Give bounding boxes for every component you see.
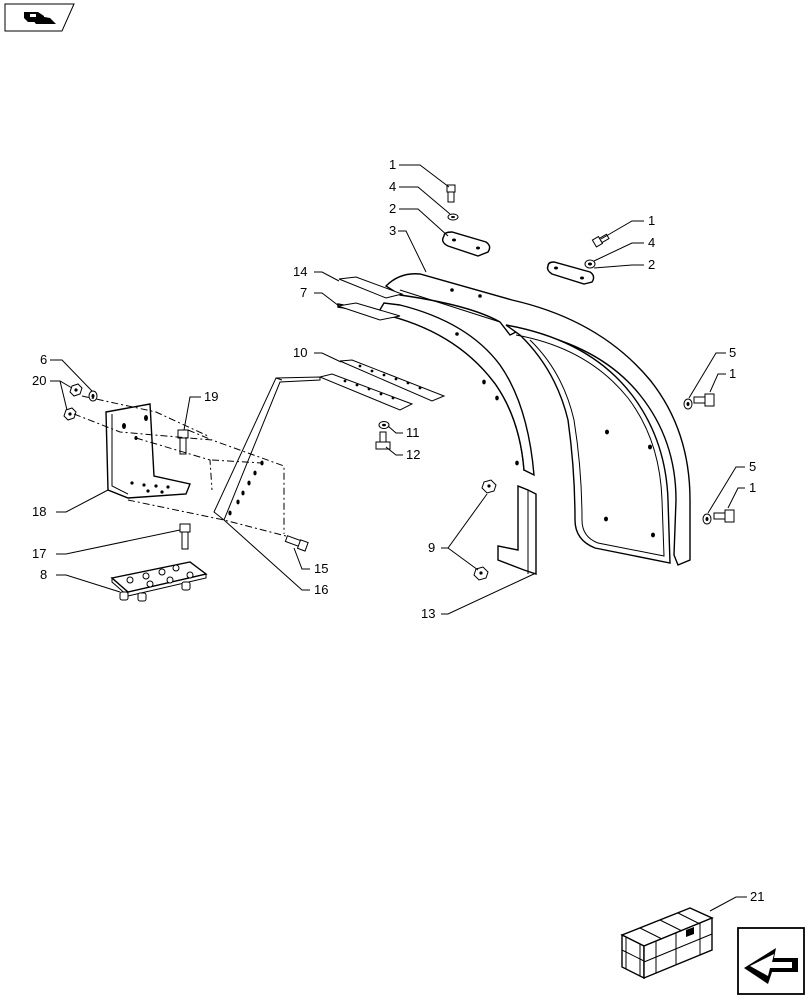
callout-19: 19 xyxy=(204,389,218,404)
callout-14: 14 xyxy=(293,264,307,279)
plate-7-strip xyxy=(337,302,401,321)
callout-labels: 1 4 2 3 1 4 2 14 7 10 6 20 19 5 1 11 12 … xyxy=(32,157,764,904)
callout-20: 20 xyxy=(32,373,46,388)
bolt-12 xyxy=(375,431,391,450)
washer-6 xyxy=(88,390,98,402)
bolt-1a xyxy=(446,184,456,203)
callout-13: 13 xyxy=(421,606,435,621)
callout-8: 8 xyxy=(40,567,47,582)
next-page-arrow-icon[interactable] xyxy=(737,927,805,995)
callout-12: 12 xyxy=(406,447,420,462)
part-kit-icon[interactable] xyxy=(4,3,75,32)
callout-10: 10 xyxy=(293,345,307,360)
callout-1: 1 xyxy=(389,157,396,172)
callout-1: 1 xyxy=(729,366,736,381)
nut-20a xyxy=(69,383,83,397)
plate-14 xyxy=(338,276,404,299)
callout-21: 21 xyxy=(750,889,764,904)
shipping-crate-icon xyxy=(620,907,714,980)
callout-1: 1 xyxy=(749,480,756,495)
nut-20b xyxy=(63,407,77,421)
bolt-17 xyxy=(179,523,191,550)
callout-2: 2 xyxy=(648,257,655,272)
callout-6: 6 xyxy=(40,352,47,367)
bolt-1c xyxy=(693,393,715,407)
washer-4a xyxy=(447,213,459,221)
bolt-1d xyxy=(713,509,735,523)
bracket-arm-16 xyxy=(213,376,321,521)
callout-18: 18 xyxy=(32,504,46,519)
callout-11: 11 xyxy=(406,425,420,440)
clamp-plate-2a xyxy=(441,231,491,257)
washer-4b xyxy=(584,259,596,269)
callout-3: 3 xyxy=(389,223,396,238)
callout-5: 5 xyxy=(729,345,736,360)
callout-17: 17 xyxy=(32,546,46,561)
callout-15: 15 xyxy=(314,561,328,576)
alignment-lines xyxy=(73,395,287,537)
washer-5b xyxy=(702,513,712,525)
bolt-19 xyxy=(177,429,189,455)
nut-9a xyxy=(481,479,497,494)
callout-16: 16 xyxy=(314,582,328,597)
callout-7: 7 xyxy=(300,285,307,300)
bolt-1b xyxy=(591,233,610,248)
clamp-plate-2b xyxy=(546,261,595,285)
callout-4: 4 xyxy=(389,179,396,194)
support-bar-10 xyxy=(318,359,446,411)
bracket-plate-13 xyxy=(497,484,537,575)
step-plate-8 xyxy=(110,561,208,602)
callout-2: 2 xyxy=(389,201,396,216)
washer-5a xyxy=(683,398,693,410)
l-bracket-18 xyxy=(105,403,191,499)
bolt-15 xyxy=(284,535,309,552)
leader-lines xyxy=(50,164,747,912)
fender-left xyxy=(337,302,535,477)
callout-4: 4 xyxy=(648,235,655,250)
fender-right xyxy=(384,273,691,566)
washer-11 xyxy=(378,421,390,429)
callout-9: 9 xyxy=(428,540,435,555)
callout-1: 1 xyxy=(648,213,655,228)
callout-5: 5 xyxy=(749,459,756,474)
